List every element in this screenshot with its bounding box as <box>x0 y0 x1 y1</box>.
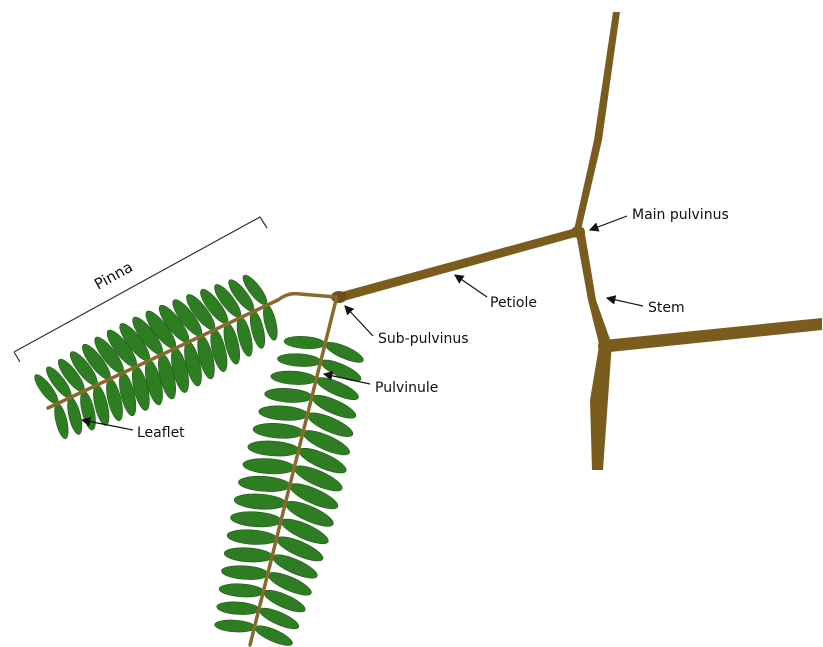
leaflet-label: Leaflet <box>137 425 185 441</box>
leaflet <box>242 457 295 475</box>
leaflet <box>277 352 321 368</box>
leaflet <box>214 619 255 634</box>
stem-node <box>598 339 614 353</box>
pulvinule-label: Pulvinule <box>375 380 438 396</box>
leaflet <box>227 528 278 546</box>
stem-structure <box>571 12 822 470</box>
leaflet <box>234 492 287 510</box>
leaflet <box>264 387 312 404</box>
arrow-pointer-icon <box>607 298 643 306</box>
leaflet <box>216 601 260 616</box>
stem-lower <box>590 340 612 470</box>
leaflet <box>230 510 282 528</box>
arrow-pointer-icon <box>345 306 373 336</box>
petiole-shaft <box>338 228 579 302</box>
arrow-pointer-icon <box>590 216 627 230</box>
leaflet <box>284 335 326 350</box>
leaflet <box>221 564 269 581</box>
arrow-pointer-icon <box>455 275 487 297</box>
leaflet <box>258 404 308 422</box>
petiole <box>331 228 579 303</box>
leaflet <box>219 582 265 598</box>
leaflet <box>253 422 304 440</box>
leaflet <box>238 475 291 494</box>
main-pulvinus-label: Main pulvinus <box>632 207 729 223</box>
petiole-label: Petiole <box>490 295 537 311</box>
stem-middle <box>575 228 612 348</box>
sub-pulvinus-label: Sub-pulvinus <box>378 331 469 347</box>
stem-upper <box>574 12 620 230</box>
stem-label: Stem <box>648 300 685 316</box>
leaflet <box>224 546 273 563</box>
leaflet <box>247 439 299 457</box>
leaflet <box>270 370 317 386</box>
side-branch <box>604 318 822 352</box>
